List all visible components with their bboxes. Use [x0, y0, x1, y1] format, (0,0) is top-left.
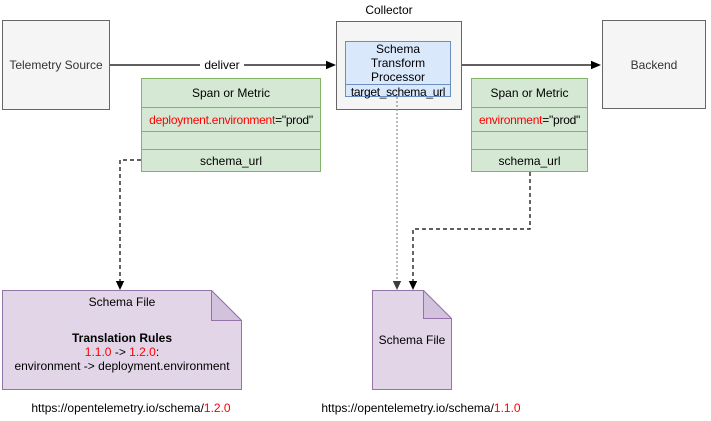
span-left-attribute-value: ="prod" — [275, 112, 313, 127]
translation-rule-versions: 1.1.0 -> 1.2.0: — [2, 345, 242, 359]
node-telemetry-source: Telemetry Source — [2, 20, 110, 110]
schema-url-right-connector — [412, 172, 531, 282]
schema-url-text-left: https://opentelemetry.io/schema/1.2.0 — [0, 401, 262, 415]
span-left-empty-row — [142, 131, 320, 149]
node-schema-transform-processor: Schema Transform Processor target_schema… — [345, 41, 451, 99]
schema-url-left-connector — [119, 159, 141, 282]
schema-url-right-arrowhead — [408, 281, 418, 290]
schema-file-left-shape — [2, 290, 242, 390]
span-or-metric-table-right: Span or Metric environment="prod" schema… — [471, 78, 588, 172]
span-right-attribute-name: environment — [478, 112, 543, 127]
url-left-version: 1.2.0 — [203, 401, 231, 415]
span-left-attribute-row: deployment.environment="prod" — [142, 107, 320, 131]
schema-file-left-title: Schema File — [88, 295, 156, 309]
span-left-header: Span or Metric — [191, 86, 271, 100]
node-backend: Backend — [602, 20, 706, 109]
translation-rules-heading: Translation Rules — [71, 331, 173, 345]
span-right-attribute-value: ="prod" — [542, 112, 581, 127]
schema-file-left-rules: Translation Rules 1.1.0 -> 1.2.0: enviro… — [2, 331, 242, 373]
schema-url-text-mid: https://opentelemetry.io/schema/1.1.0 — [310, 401, 532, 415]
processor-target-schema-url-field: target_schema_url — [346, 84, 450, 99]
schema-file-mid-fold — [423, 290, 452, 319]
rule-arrow: -> — [111, 345, 130, 359]
url-mid-base: https://opentelemetry.io/schema/ — [321, 401, 494, 415]
span-right-header: Span or Metric — [490, 86, 569, 100]
schema-file-left-body — [2, 290, 242, 390]
processor-title: Schema Transform Processor — [370, 42, 426, 84]
url-mid-version: 1.1.0 — [493, 401, 521, 415]
span-left-schema-url-row: schema_url — [142, 149, 320, 171]
telemetry-source-label: Telemetry Source — [9, 58, 103, 72]
backend-label: Backend — [630, 57, 678, 72]
rule-from-version: 1.1.0 — [84, 345, 112, 359]
schema-file-left-fold — [211, 290, 242, 321]
span-or-metric-table-left: Span or Metric deployment.environment="p… — [141, 78, 321, 172]
collector-backend-arrowhead — [591, 60, 601, 70]
span-right-empty-row — [472, 131, 587, 149]
deliver-edge-label: deliver — [200, 58, 244, 72]
schema-file-mid-shape — [372, 290, 452, 390]
schema-file-mid-title: Schema File — [378, 333, 446, 347]
rule-colon: : — [155, 345, 160, 359]
span-right-attribute-row: environment="prod" — [472, 107, 587, 131]
url-left-base: https://opentelemetry.io/schema/ — [31, 401, 204, 415]
deliver-arrowhead — [326, 60, 336, 70]
target-schema-url-arrowhead — [392, 281, 402, 290]
span-right-schema-url-row: schema_url — [472, 149, 587, 171]
translation-rule-mapping: environment -> deployment.environment — [14, 359, 230, 373]
collector-label: Collector — [365, 3, 413, 17]
span-left-attribute-name: deployment.environment — [149, 112, 276, 127]
rule-to-version: 1.2.0 — [129, 345, 156, 359]
schema-url-left-arrowhead — [115, 281, 125, 290]
